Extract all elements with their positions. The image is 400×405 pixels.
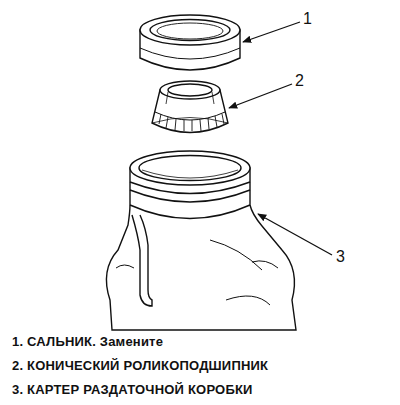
part-caption: 3. КАРТЕР РАЗДАТОЧНОЙ КОРОБКИ — [12, 382, 253, 397]
tapered-roller-bearing — [152, 81, 228, 133]
part-caption: 1. САЛЬНИК. Замените — [12, 334, 163, 349]
transfer-case-housing — [106, 151, 296, 330]
leader-lines — [229, 22, 332, 255]
callout-number: 3 — [336, 248, 345, 266]
callout-number: 2 — [295, 72, 304, 90]
bearing-rollers — [159, 114, 224, 131]
part-caption: 2. КОНИЧЕСКИЙ РОЛИКОПОДШИПНИК — [12, 358, 268, 373]
oil-seal — [140, 15, 240, 70]
callout-number: 1 — [303, 10, 312, 28]
